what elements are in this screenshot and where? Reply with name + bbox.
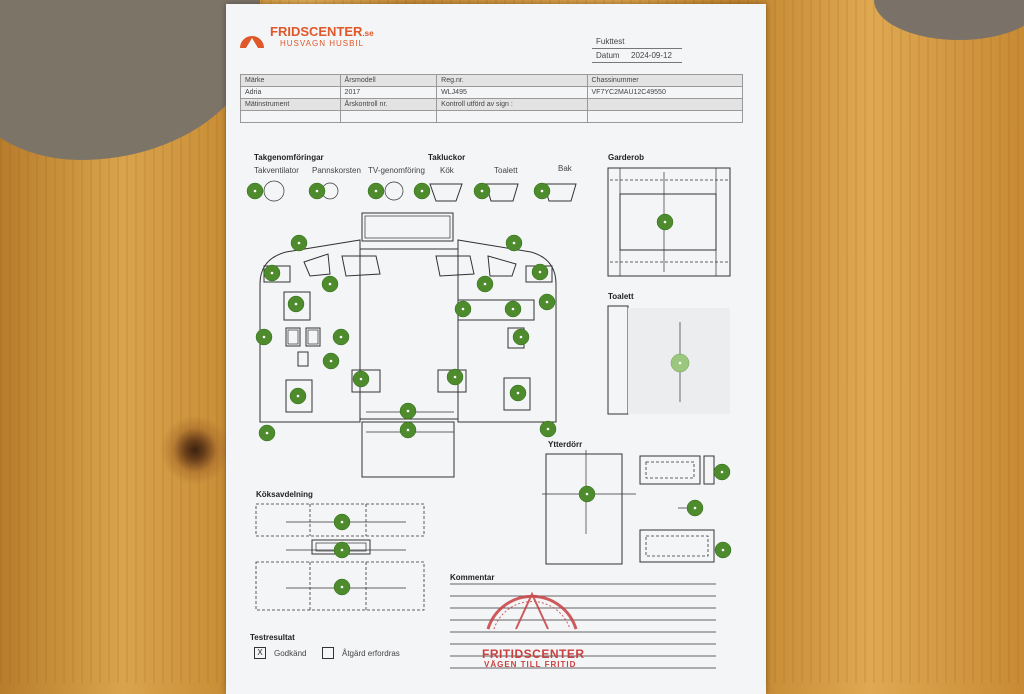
vehicle-info-table: Märke Årsmodell Reg.nr. Chassinummer Adr… — [240, 74, 744, 123]
table-row: Märke Årsmodell Reg.nr. Chassinummer — [240, 74, 744, 87]
measure-dot — [476, 275, 494, 293]
measure-dot — [713, 463, 731, 481]
garderob-drawing — [607, 167, 731, 277]
measure-dot — [333, 541, 351, 559]
measure-dot — [352, 370, 370, 388]
godkand-checkbox[interactable]: X — [254, 647, 266, 659]
logo-brand-text: FRIDSCENTER — [270, 24, 363, 39]
measure-dot — [333, 513, 351, 531]
label-testresultat: Testresultat — [250, 633, 295, 642]
label-toalett: Toalett — [608, 292, 634, 301]
comment-lines — [450, 583, 716, 669]
table-cell: Kontroll utförd av sign : — [436, 98, 588, 111]
form-title: Fukttest — [596, 37, 625, 46]
title-underline — [592, 48, 682, 49]
measure-dot — [332, 328, 350, 346]
stamp-line1: FRITIDSCENTER — [482, 647, 585, 661]
measure-dot — [578, 485, 596, 503]
measure-dot — [714, 541, 732, 559]
label-takventilator: Takventilator — [254, 166, 299, 175]
toalett-drawing — [607, 305, 730, 415]
measure-dot — [322, 352, 340, 370]
measure-dot — [321, 275, 339, 293]
measure-dot — [246, 182, 264, 200]
measure-dot — [656, 213, 674, 231]
logo-tagline: HUSVAGN HUSBIL — [280, 39, 365, 48]
measure-dot — [454, 300, 472, 318]
measure-dot — [446, 368, 464, 386]
measure-dot — [533, 182, 551, 200]
measure-dot — [289, 387, 307, 405]
measure-dot — [413, 182, 431, 200]
measure-dot — [473, 182, 491, 200]
measure-dot — [538, 293, 556, 311]
label-ytterdorr: Ytterdörr — [548, 440, 583, 449]
logo-road-icon — [246, 38, 258, 48]
measurement-points — [246, 182, 732, 596]
measure-dot — [686, 499, 704, 517]
approval-stamp — [486, 591, 578, 630]
label-toalett-top: Toalett — [494, 166, 518, 175]
measure-dot — [531, 263, 549, 281]
measure-dot — [670, 353, 690, 373]
atgard-checkbox[interactable] — [322, 647, 334, 659]
date-value: 2024-09-12 — [631, 51, 672, 60]
measure-dot — [509, 384, 527, 402]
label-kok: Kök — [440, 166, 454, 175]
measure-dot — [258, 424, 276, 442]
logo-tld: .se — [362, 29, 374, 38]
table-row — [240, 110, 744, 123]
label-kommentar: Kommentar — [450, 573, 495, 582]
date-underline — [592, 62, 682, 63]
measure-dot — [255, 328, 273, 346]
measure-dot — [399, 402, 417, 420]
measure-dot — [505, 234, 523, 252]
label-bak: Bak — [558, 164, 572, 173]
date-label: Datum — [596, 51, 620, 60]
measure-dot — [504, 300, 522, 318]
label-godkand: Godkänd — [274, 649, 307, 658]
measure-dot — [333, 578, 351, 596]
measure-dot — [287, 295, 305, 313]
wood-knot — [160, 415, 230, 485]
label-takgenomforingar: Takgenomföringar — [254, 153, 324, 162]
measure-dot — [308, 182, 326, 200]
measure-dot — [512, 328, 530, 346]
table-row: Mätinstrument Årskontroll nr. Kontroll u… — [240, 98, 744, 111]
label-pannskorsten: Pannskorsten — [312, 166, 361, 175]
measure-dot — [367, 182, 385, 200]
floor-plan-drawing — [246, 167, 732, 669]
inspection-sheet: FRIDSCENTER.se HUSVAGN HUSBIL Fukttest D… — [226, 4, 766, 694]
measure-dot — [263, 264, 281, 282]
label-tv: TV-genomföring — [368, 166, 425, 175]
measure-dot — [539, 420, 557, 438]
measure-dot — [399, 421, 417, 439]
table-row: Adria 2017 WLJ495 VF7YC2MAU12C49550 — [240, 86, 744, 99]
brand-logo — [240, 36, 264, 48]
table-cell: Reg.nr. — [436, 74, 588, 87]
measure-dot — [290, 234, 308, 252]
label-garderob: Garderob — [608, 153, 645, 162]
table-cell: Årskontroll nr. — [339, 98, 438, 111]
label-takluckor: Takluckor — [428, 153, 466, 162]
table-cell — [586, 98, 744, 111]
stamp-line2: VÄGEN TILL FRITID — [484, 660, 577, 669]
label-koksavdelning: Köksavdelning — [256, 490, 313, 499]
table-cell: Mätinstrument — [240, 98, 341, 111]
table-cell: Chassinummer — [586, 74, 744, 87]
label-atgard: Åtgärd erfordras — [342, 649, 400, 658]
logo-brand: FRIDSCENTER.se — [270, 24, 374, 39]
